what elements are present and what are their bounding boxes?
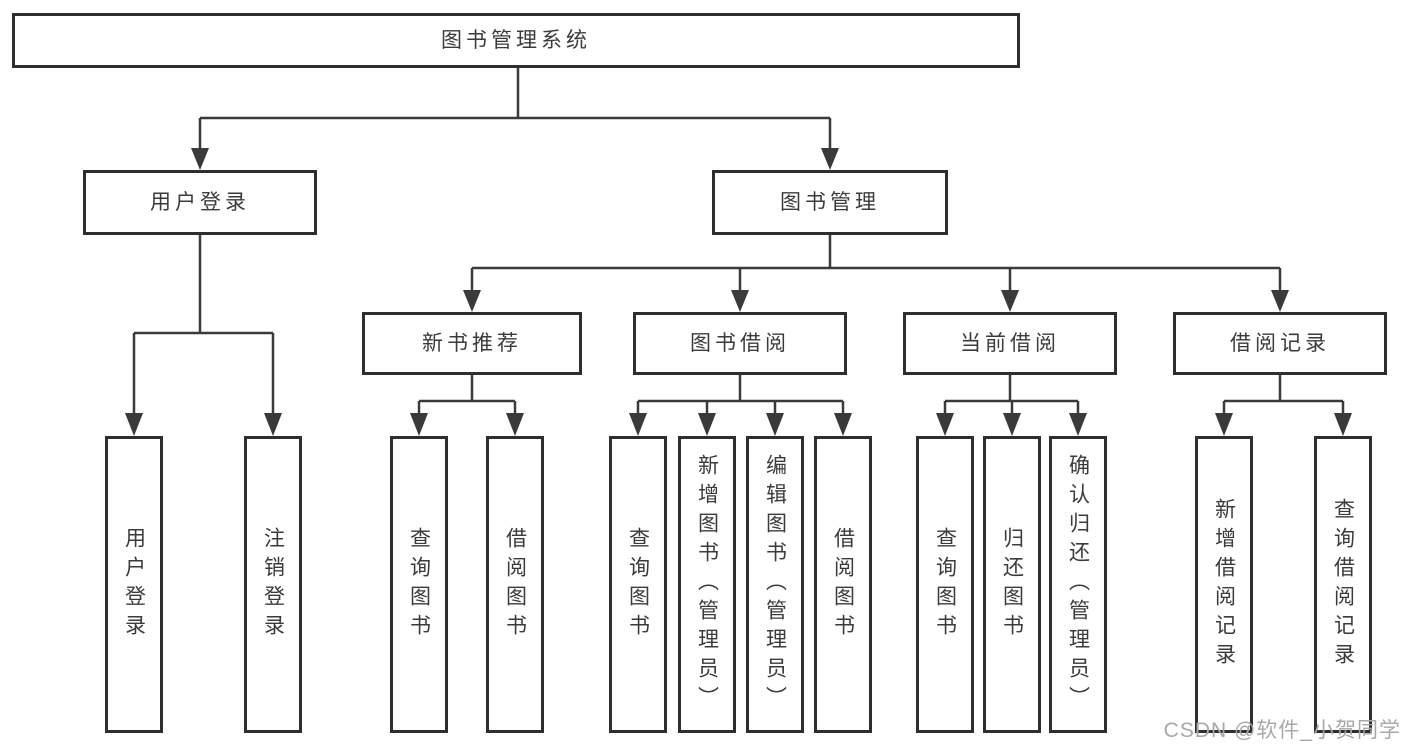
leaf-label: 编辑图书（管理员）: [763, 454, 787, 715]
leaf-user-login: 用户登录: [105, 436, 163, 733]
connector-book-management: [470, 235, 1282, 293]
leaf-borrow-query-books: 查询图书: [609, 436, 667, 733]
connector-user-login: [132, 235, 275, 418]
node-borrow-records: 借阅记录: [1173, 312, 1387, 375]
leaf-current-confirm-return-admin: 确认归还（管理员）: [1049, 436, 1107, 733]
leaf-borrow-borrow-books: 借阅图书: [814, 436, 872, 733]
leaf-label: 借阅图书: [831, 526, 855, 643]
leaf-current-return-books: 归还图书: [983, 436, 1041, 733]
node-root: 图书管理系统: [12, 13, 1020, 68]
node-label: 当前借阅: [960, 332, 1060, 355]
leaf-borrow-edit-books-admin: 编辑图书（管理员）: [746, 436, 804, 733]
node-label: 借阅记录: [1230, 332, 1330, 355]
node-book-management: 图书管理: [712, 170, 948, 235]
leaf-label: 新增图书（管理员）: [695, 454, 719, 715]
leaf-newbook-borrow-books: 借阅图书: [486, 436, 544, 733]
node-user-login: 用户登录: [83, 170, 317, 235]
node-label: 图书管理: [780, 191, 880, 214]
leaf-label: 用户登录: [122, 526, 146, 643]
watermark: CSDN @软件_小贺同学: [1163, 719, 1401, 742]
node-label: 图书借阅: [690, 332, 790, 355]
node-new-book-recommend: 新书推荐: [362, 312, 582, 375]
leaf-label: 新增借阅记录: [1212, 497, 1236, 672]
leaf-label: 归还图书: [1000, 526, 1024, 643]
leaf-label: 借阅图书: [503, 526, 527, 643]
leaf-records-add-record: 新增借阅记录: [1195, 436, 1253, 733]
node-book-borrow: 图书借阅: [633, 312, 847, 375]
connector-current-borrow: [943, 375, 1080, 418]
node-current-borrow: 当前借阅: [903, 312, 1117, 375]
leaf-records-query-record: 查询借阅记录: [1314, 436, 1372, 733]
leaf-label: 查询图书: [626, 526, 650, 643]
connector-new-book: [417, 375, 517, 418]
leaf-label: 查询图书: [407, 526, 431, 643]
node-label: 新书推荐: [422, 332, 522, 355]
connector-root: [198, 68, 832, 152]
leaf-borrow-add-books-admin: 新增图书（管理员）: [678, 436, 736, 733]
leaf-label: 查询图书: [933, 526, 957, 643]
leaf-label: 注销登录: [261, 526, 285, 643]
connector-borrow-records: [1222, 375, 1345, 418]
leaf-newbook-query-books: 查询图书: [390, 436, 448, 733]
leaf-current-query-books: 查询图书: [916, 436, 974, 733]
leaf-label: 查询借阅记录: [1331, 497, 1355, 672]
leaf-label: 确认归还（管理员）: [1066, 454, 1090, 715]
leaf-logout: 注销登录: [244, 436, 302, 733]
connector-book-borrow: [636, 375, 845, 418]
arrowheads: [125, 148, 1352, 436]
node-label: 图书管理系统: [441, 29, 591, 52]
node-label: 用户登录: [150, 191, 250, 214]
